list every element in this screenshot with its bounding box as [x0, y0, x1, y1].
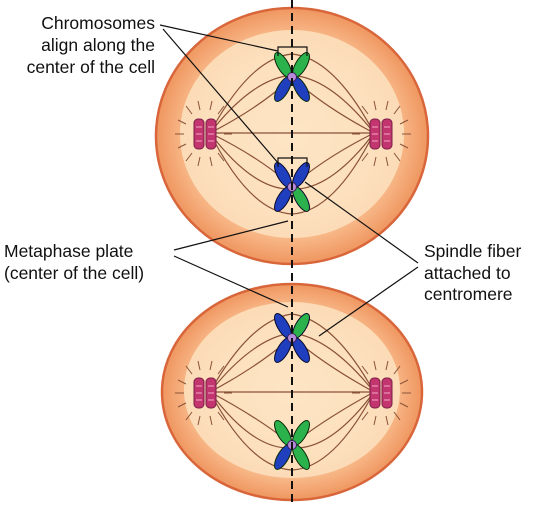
label-line: attached to	[424, 263, 511, 283]
label-spindle-fiber: Spindle fiber attached to centromere	[424, 241, 521, 304]
label-line: center of the cell	[27, 57, 155, 77]
label-line: Spindle fiber	[424, 241, 521, 261]
label-line: Metaphase plate	[4, 241, 133, 261]
label-line: (center of the cell)	[4, 263, 144, 283]
chromosome-top	[274, 313, 310, 363]
chromosome-top	[274, 52, 310, 102]
label-chromosomes-align: Chromosomes align along the center of th…	[27, 13, 156, 77]
centrosome-right	[352, 360, 411, 426]
centrosome-left	[175, 360, 232, 426]
leader-lines	[159, 24, 419, 337]
label-line: centromere	[424, 284, 513, 304]
label-line: Chromosomes	[41, 13, 155, 33]
label-line: align along the	[41, 35, 155, 55]
spindle-fibers	[209, 313, 375, 471]
label-metaphase-plate: Metaphase plate (center of the cell)	[4, 241, 144, 283]
centrosome-left	[175, 100, 232, 167]
chromosome-bottom	[274, 420, 310, 470]
centrosome-right	[352, 100, 411, 167]
